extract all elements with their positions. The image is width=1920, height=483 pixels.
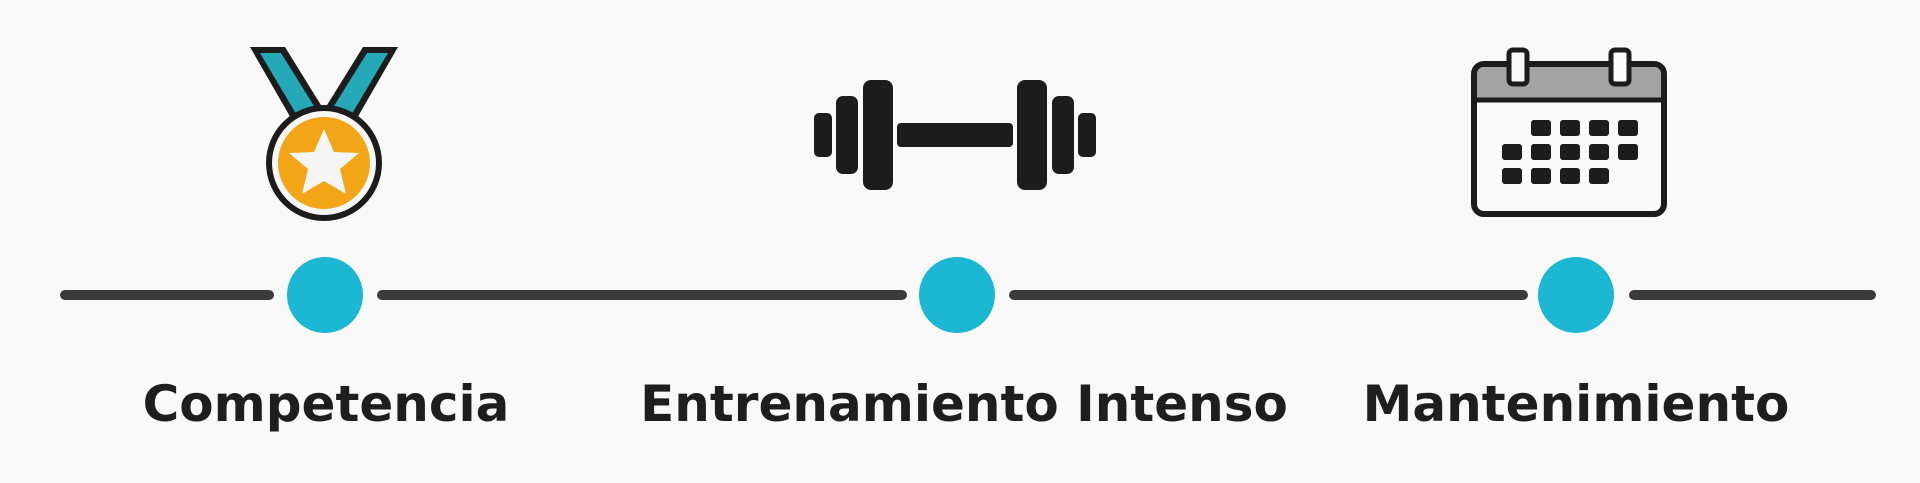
timeline-segment: [60, 290, 274, 300]
timeline-node-competencia: [287, 257, 363, 333]
timeline-segment: [1629, 290, 1876, 300]
calendar-icon: [1471, 47, 1667, 217]
stage-label-mantenimiento: Mantenimiento: [1362, 375, 1790, 433]
dumbbell-icon: [814, 80, 1096, 190]
timeline-segment: [377, 290, 907, 300]
timeline-segment: [1009, 290, 1528, 300]
medal-icon: [250, 47, 398, 221]
stage-label-competencia: Competencia: [142, 375, 510, 433]
timeline-node-mantenimiento: [1538, 257, 1614, 333]
timeline-node-entrenamiento: [919, 257, 995, 333]
stage-label-entrenamiento-intenso: Entrenamiento Intenso: [640, 375, 1288, 433]
